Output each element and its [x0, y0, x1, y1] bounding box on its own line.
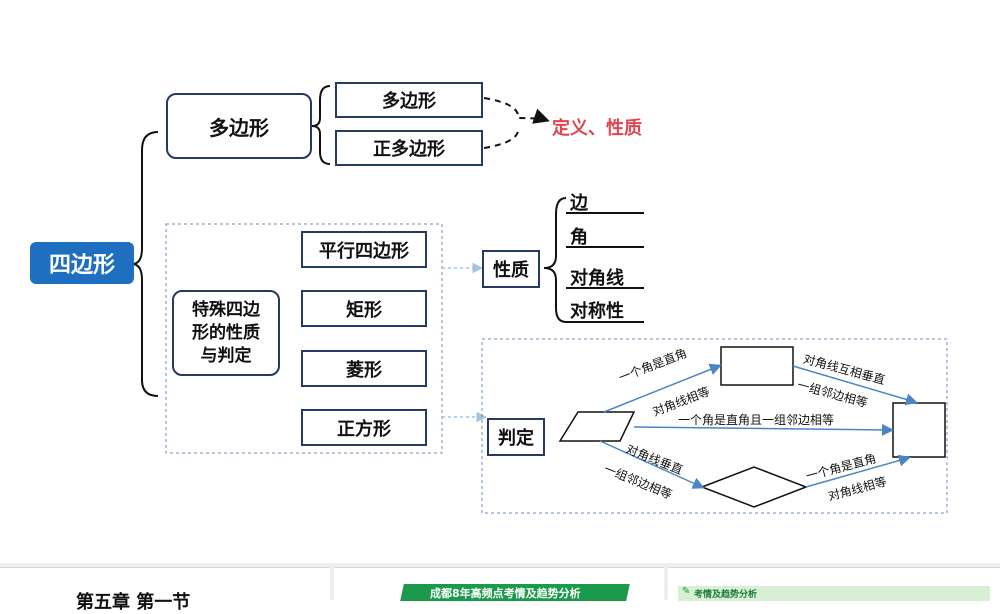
polygon-target: 定义、性质	[552, 114, 642, 140]
shape-square: 正方形	[301, 409, 427, 446]
footer-right-banner	[678, 586, 990, 601]
property-item-3: 对角线	[570, 268, 624, 289]
rhombus-shape	[699, 466, 809, 508]
judgement-frame	[481, 338, 948, 514]
diagram-connectors	[131, 85, 948, 514]
polygon-label: 多边形	[209, 115, 269, 140]
judgement-node: 判定	[487, 418, 545, 456]
shape-square-label: 正方形	[337, 418, 391, 440]
polygon-item-2: 正多边形	[335, 130, 483, 166]
property-item-4: 对称性	[570, 301, 624, 322]
footer-middle-banner-text: 成都8年高频点考情及趋势分析	[430, 587, 581, 600]
footer-right-icon: ✎	[682, 586, 691, 597]
arrow-rhombus-square	[805, 454, 911, 488]
footer-panel-right[interactable]: ✎ 考情及趋势分析	[668, 567, 1000, 601]
footer-panel-middle[interactable]: 成都8年高频点考情及趋势分析	[334, 567, 664, 601]
property-brace	[543, 197, 567, 323]
special-frame	[165, 223, 443, 454]
dashed-arrow-1	[483, 97, 550, 124]
polygon-item-1-label: 多边形	[382, 91, 436, 112]
shape-parallelogram-label: 平行四边形	[319, 240, 409, 262]
property-item-1: 边	[570, 193, 588, 214]
square-shape	[892, 402, 946, 458]
polygon-item-1: 多边形	[335, 82, 483, 118]
shape-rectangle: 矩形	[301, 290, 427, 327]
polygon-brace	[311, 85, 331, 165]
shape-parallelogram: 平行四边形	[301, 231, 427, 268]
edge-label-para-square: 一个角是直角且一组邻边相等	[678, 413, 835, 427]
footer-panel-left[interactable]: 第五章 第一节	[0, 567, 330, 613]
polygon-target-label: 定义、性质	[552, 118, 642, 139]
parallelogram-shape	[558, 411, 636, 442]
root-label: 四边形	[48, 253, 115, 278]
polygon-node: 多边形	[166, 93, 312, 159]
special-node: 特殊四边 形的性质 与判定	[172, 290, 280, 376]
special-label-line-2: 形的性质	[192, 322, 260, 343]
arrow-para-rect	[603, 363, 722, 413]
arrow-para-square	[633, 423, 894, 436]
footer-left-title: 第五章 第一节	[76, 592, 191, 613]
arrow-rect-square	[792, 365, 918, 406]
property-label: 性质	[493, 260, 529, 281]
footer-strip: 第五章 第一节 成都8年高频点考情及趋势分析 ✎ 考情及趋势分析	[0, 563, 1000, 613]
shape-rectangle-label: 矩形	[346, 299, 382, 321]
property-node: 性质	[482, 250, 540, 288]
shape-rhombus: 菱形	[301, 350, 427, 387]
property-item-2: 角	[570, 227, 588, 248]
root-brace	[131, 131, 159, 397]
root-node: 四边形	[30, 242, 134, 284]
special-label-line-3: 与判定	[200, 345, 252, 366]
special-label-line-1: 特殊四边	[192, 299, 260, 320]
shape-rhombus-label: 菱形	[346, 359, 382, 381]
polygon-item-2-label: 正多边形	[373, 139, 445, 160]
arrow-para-rhombus	[599, 440, 705, 489]
dashed-arrow-2	[483, 127, 520, 149]
judgement-label: 判定	[498, 428, 534, 449]
footer-right-banner-text: 考情及趋势分析	[694, 590, 758, 600]
rectangle-shape	[720, 346, 794, 386]
